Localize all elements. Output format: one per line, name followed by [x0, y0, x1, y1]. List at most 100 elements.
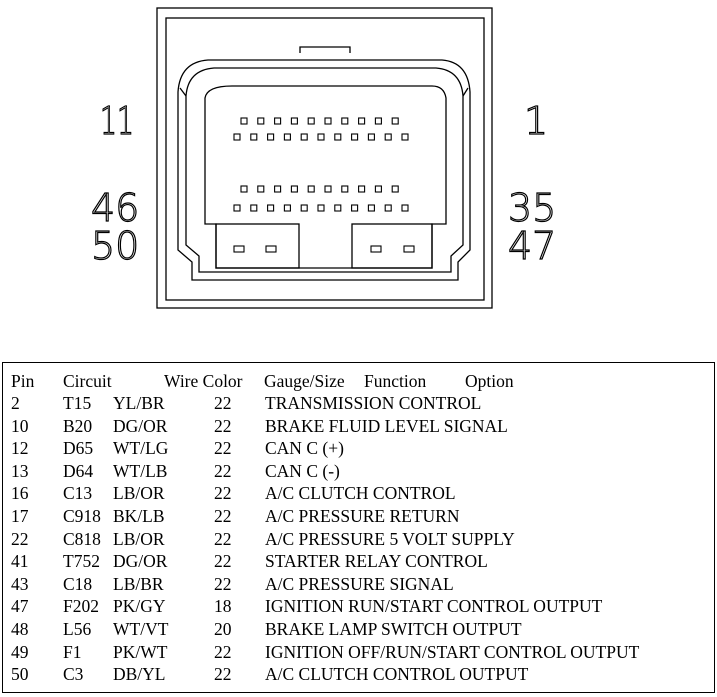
cell-circuit: C918 [63, 506, 101, 526]
cell-pin: 17 [11, 506, 29, 526]
cell-function: A/C CLUTCH CONTROL OUTPUT [265, 664, 529, 685]
pin-cavity [240, 185, 248, 193]
pin-cavity [300, 133, 308, 141]
table-row: 12 D65 WT/LG 22 CAN C (+) [3, 438, 714, 460]
pin-cavity [334, 133, 342, 141]
cell-function: A/C CLUTCH CONTROL [265, 483, 456, 504]
header-wire-color: Wire Color [164, 371, 243, 391]
cell-pin: 12 [11, 438, 29, 459]
pin-cavity [324, 117, 332, 125]
pin-cavity [334, 204, 342, 212]
pin-cavity [351, 133, 359, 141]
power-cavity-left [215, 223, 300, 269]
cell-wire-color: WT/VT [113, 619, 169, 639]
pin-cavity [367, 204, 375, 212]
power-cavity-right [351, 223, 433, 269]
pin-cavity [374, 117, 382, 125]
pin-cavity [233, 204, 241, 212]
pin-cavity [267, 133, 275, 141]
pin-cavity [358, 117, 366, 125]
cell-pin: 41 [11, 551, 29, 572]
cell-wire-color: DG/OR [113, 551, 168, 572]
pin-cavity [274, 117, 282, 125]
cell-wire-color: LB/OR [113, 528, 165, 549]
cell-pin: 2 [11, 393, 20, 413]
cell-wire-color: LB/BR [113, 573, 164, 594]
pinout-table: Pin Circuit Wire Color Gauge/Size Functi… [2, 362, 715, 693]
cell-circuit: C13 [63, 483, 93, 504]
cell-gauge: 20 [214, 619, 232, 639]
cell-circuit: T752 [63, 551, 100, 572]
pin-cavity [317, 204, 325, 212]
cell-pin: 13 [11, 460, 29, 481]
cell-function: TRANSMISSION CONTROL [265, 393, 482, 413]
connector-latch [299, 46, 351, 53]
pin-cavity [300, 204, 308, 212]
cell-wire-color: YL/BR [113, 393, 165, 413]
pin-cavity [317, 133, 325, 141]
cell-circuit: D65 [63, 438, 94, 459]
cell-pin: 10 [11, 415, 29, 436]
cell-gauge: 22 [214, 460, 232, 481]
cell-circuit: L56 [63, 619, 92, 639]
connector-housing-inner [165, 17, 485, 301]
cell-gauge: 18 [214, 596, 232, 617]
cell-function: CAN C (-) [265, 460, 340, 481]
connector-housing-outer [156, 7, 493, 309]
pin-label-mid-right: 35 [508, 186, 556, 230]
connector-face-diagram: 11 1 46 35 50 47 [90, 7, 557, 309]
cell-function: IGNITION RUN/START CONTROL OUTPUT [265, 596, 603, 617]
cell-pin: 22 [11, 528, 29, 549]
header-option: Option [465, 371, 514, 391]
connector-shell-outer [177, 59, 471, 281]
cell-gauge: 22 [214, 664, 232, 685]
cell-gauge: 22 [214, 393, 232, 413]
pin-cavity [283, 133, 291, 141]
power-pin-cavity [403, 245, 415, 253]
cell-pin: 47 [11, 596, 29, 617]
cell-function: A/C PRESSURE RETURN [265, 506, 460, 526]
pin-cavity [358, 185, 366, 193]
pin-cavity [250, 204, 258, 212]
cell-gauge: 22 [214, 528, 232, 549]
pin-cavity [384, 133, 392, 141]
cell-pin: 49 [11, 641, 29, 662]
cell-gauge: 22 [214, 641, 232, 662]
cell-circuit: F1 [63, 641, 82, 662]
cell-gauge: 22 [214, 573, 232, 594]
cell-circuit: B20 [63, 415, 93, 436]
cell-wire-color: WT/LG [113, 438, 169, 459]
pin-cavity [401, 204, 409, 212]
cell-pin: 43 [11, 573, 29, 594]
cell-circuit: C818 [63, 528, 101, 549]
pin-label-top-left: 11 [100, 99, 134, 143]
cell-circuit: F202 [63, 596, 99, 617]
pin-label-bottom-left: 50 [91, 224, 139, 268]
cell-function: BRAKE FLUID LEVEL SIGNAL [265, 415, 508, 436]
header-pin: Pin [11, 371, 35, 391]
pin-cavity [274, 185, 282, 193]
cell-gauge: 22 [214, 483, 232, 504]
pin-cavity [307, 117, 315, 125]
cell-gauge: 22 [214, 551, 232, 572]
pin-cavity [391, 117, 399, 125]
cell-function: IGNITION OFF/RUN/START CONTROL OUTPUT [265, 641, 640, 662]
cell-gauge: 22 [214, 438, 232, 459]
pin-cavity [283, 204, 291, 212]
cell-gauge: 22 [214, 415, 232, 436]
cell-circuit: C18 [63, 573, 93, 594]
cell-wire-color: LB/OR [113, 483, 165, 504]
pin-cavity [341, 185, 349, 193]
pin-cavity [250, 133, 258, 141]
connector-shell-inner [185, 67, 464, 273]
cell-function: CAN C (+) [265, 438, 344, 459]
header-gauge: Gauge/Size [264, 371, 345, 391]
pin-cavity [384, 204, 392, 212]
